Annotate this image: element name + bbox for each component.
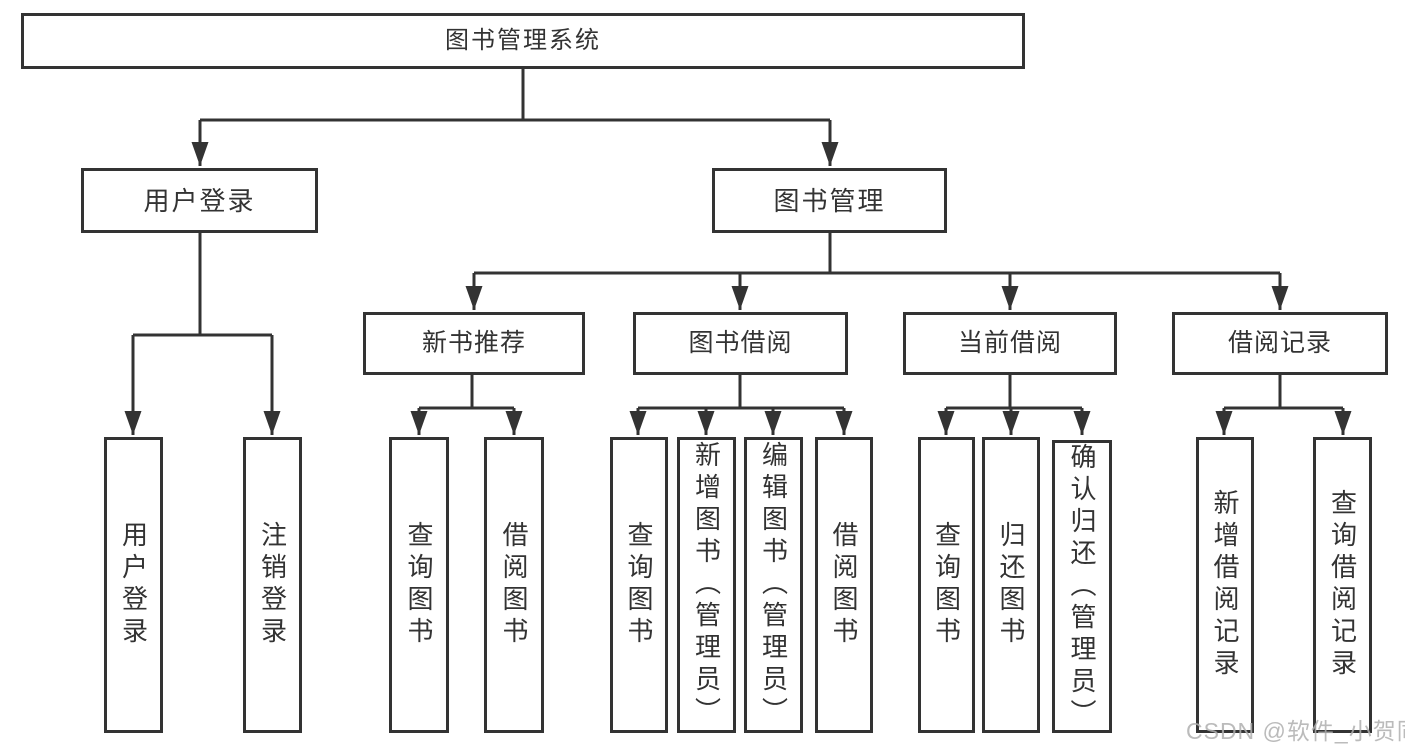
node-current-borrow: 当前借阅 [903, 312, 1117, 375]
node-book-borrow: 图书借阅 [633, 312, 848, 375]
leaf-confirm-return-admin: 确认归还（管理员） [1052, 440, 1112, 733]
leaf-query-borrow-record: 查询借阅记录 [1313, 437, 1372, 733]
leaf-add-borrow-record: 新增借阅记录 [1196, 437, 1254, 733]
leaf-logout: 注销登录 [243, 437, 302, 733]
leaf-query-books: 查询图书 [389, 437, 449, 733]
node-borrow-records: 借阅记录 [1172, 312, 1388, 375]
leaf-query-books: 查询图书 [918, 437, 975, 733]
leaf-return-books: 归还图书 [982, 437, 1040, 733]
leaf-edit-books-admin: 编辑图书（管理员） [744, 437, 803, 733]
node-book-management-system: 图书管理系统 [21, 13, 1025, 69]
node-book-management: 图书管理 [712, 168, 947, 233]
node-user-login: 用户登录 [81, 168, 318, 233]
leaf-user-login: 用户登录 [104, 437, 163, 733]
csdn-watermark: CSDN @软件_小贺同学 [1186, 718, 1405, 744]
leaf-borrow-books: 借阅图书 [484, 437, 544, 733]
leaf-add-books-admin: 新增图书（管理员） [677, 437, 736, 733]
leaf-borrow-books: 借阅图书 [815, 437, 873, 733]
node-new-book-recommend: 新书推荐 [363, 312, 585, 375]
leaf-query-books: 查询图书 [610, 437, 668, 733]
